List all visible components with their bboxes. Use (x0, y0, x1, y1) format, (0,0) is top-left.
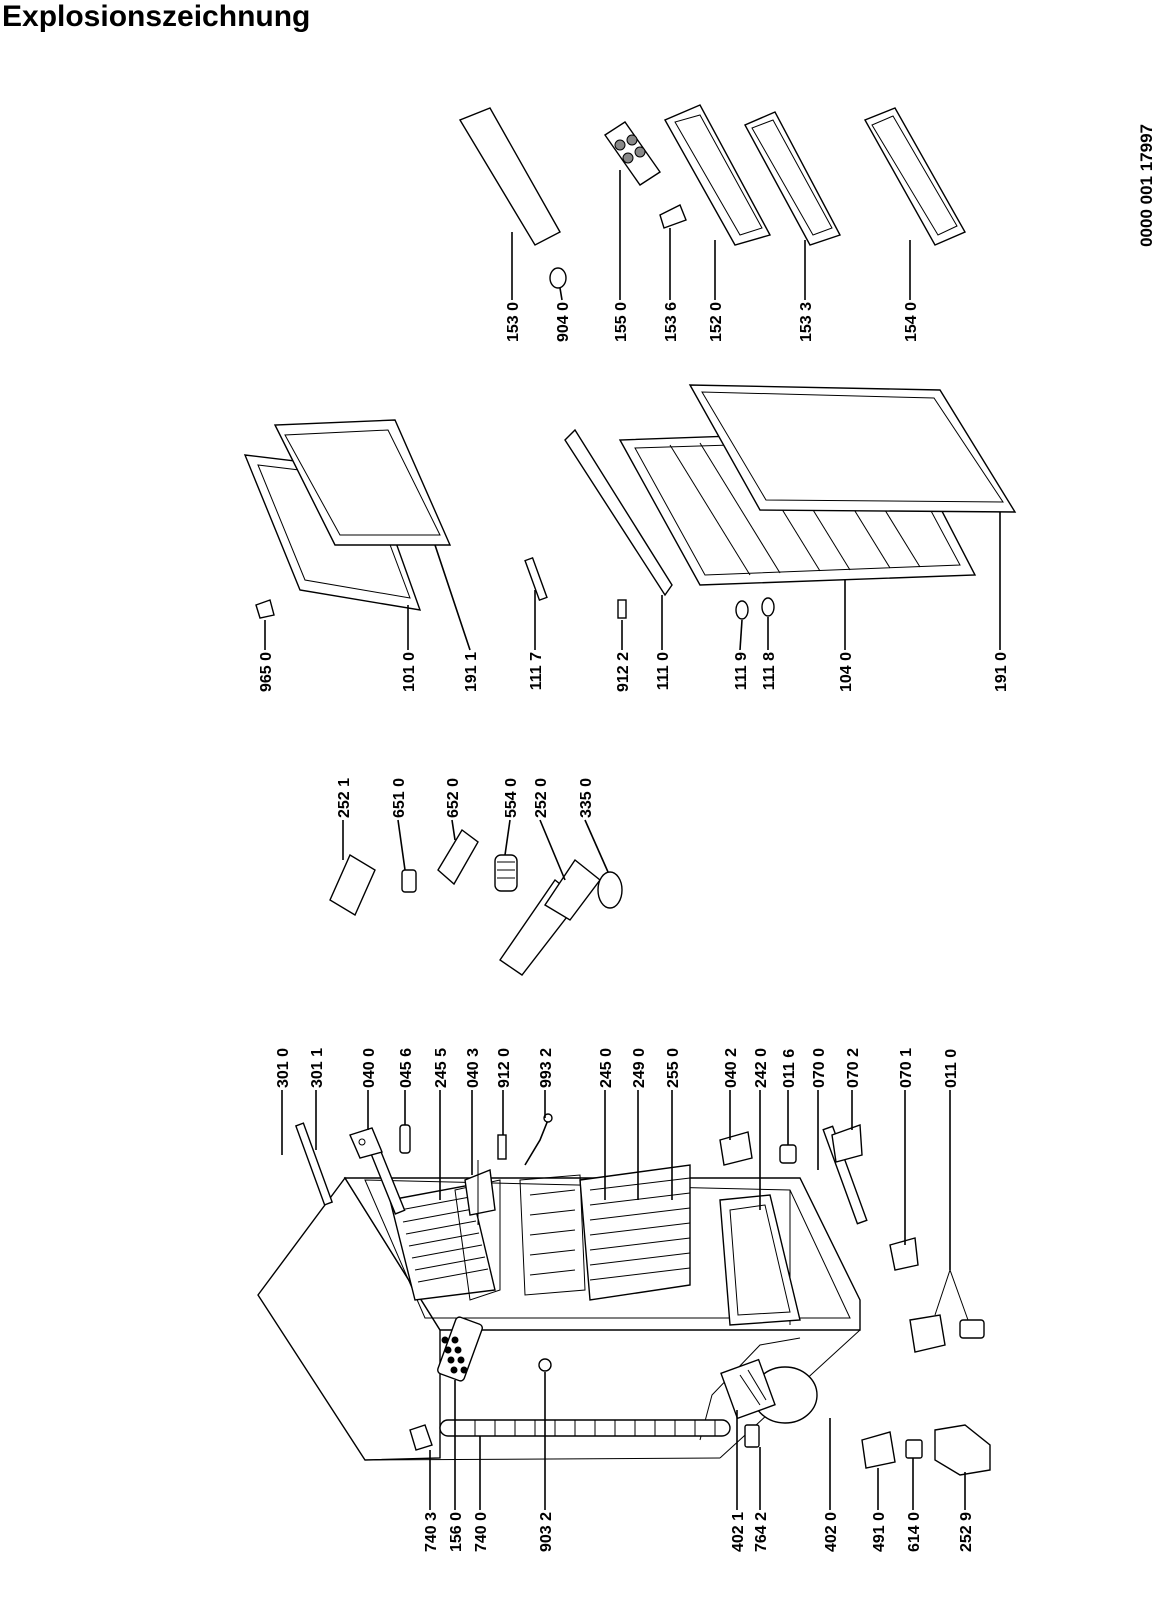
label-402-0: 402 0 (823, 1512, 840, 1552)
freezer-compartment-evaporator (389, 1179, 501, 1301)
door-seal-strip-301 (294, 1122, 406, 1215)
label-764-2: 764 2 (753, 1512, 770, 1552)
label-255-0: 255 0 (665, 1048, 682, 1088)
label-249-0: 249 0 (631, 1048, 648, 1088)
screw-912-0 (497, 1134, 507, 1160)
label-153-6: 153 6 (663, 302, 680, 342)
part-252-9 (934, 1424, 991, 1476)
door-bin-153-0 (458, 107, 561, 246)
label-111-7: 111 7 (528, 652, 545, 690)
label-154-0: 154 0 (903, 302, 920, 342)
label-402-1: 402 1 (730, 1512, 747, 1552)
clip-153-6 (659, 204, 687, 229)
label-011-0: 011 0 (943, 1049, 960, 1088)
label-155-0: 155 0 (613, 302, 630, 342)
label-912-2: 912 2 (615, 652, 632, 692)
bracket-040-2 (719, 1131, 753, 1166)
sensor-993-2 (524, 1113, 553, 1166)
label-101-0: 101 0 (401, 652, 418, 692)
label-965-0: 965 0 (258, 652, 275, 692)
label-153-3: 153 3 (798, 302, 815, 342)
label-104-0: 104 0 (838, 652, 855, 692)
label-156-0: 156 0 (448, 1512, 465, 1552)
label-993-2: 993 2 (538, 1048, 555, 1088)
part-614-0 (905, 1439, 923, 1459)
fridge-door-gasket-191-0 (688, 384, 1017, 513)
label-904-0: 904 0 (555, 302, 572, 342)
label-903-2: 903 2 (538, 1512, 555, 1552)
label-651-0: 651 0 (391, 778, 408, 818)
label-245-0: 245 0 (598, 1048, 615, 1088)
label-301-0: 301 0 (275, 1048, 292, 1088)
part-764-2 (744, 1424, 760, 1448)
ice-tray-156 (437, 1316, 483, 1382)
label-070-0: 070 0 (811, 1048, 828, 1088)
label-242-0: 242 0 (753, 1048, 770, 1088)
egg-tray-155-0 (604, 121, 661, 186)
door-bin-154-0 (863, 107, 966, 246)
thermostat-group (329, 828, 623, 976)
thermostat-holder-040-3 (464, 1160, 496, 1225)
labels-bins: 153 0 904 0 155 0 153 6 152 0 153 3 154 … (505, 302, 920, 342)
label-740-3: 740 3 (423, 1512, 440, 1552)
feet-011-0 (909, 1269, 985, 1353)
pin-045-6 (399, 1124, 411, 1154)
door-bin-152-0 (664, 104, 772, 246)
label-252-9: 252 9 (958, 1512, 975, 1552)
label-111-0: 111 0 (655, 652, 672, 690)
part-903-2 (538, 1358, 552, 1372)
document-number: 0000 001 17997 (1137, 124, 1156, 247)
labels-cabinet-upper: 301 0 301 1 040 0 045 6 245 5 040 3 912 … (275, 1048, 960, 1088)
label-070-2: 070 2 (845, 1048, 862, 1088)
label-152-0: 152 0 (708, 302, 725, 342)
condenser-coil (439, 1419, 731, 1437)
page-title: Explosionszeichnung (2, 0, 311, 33)
hinge-040-0 (349, 1127, 383, 1159)
label-912-0: 912 0 (496, 1048, 513, 1088)
part-740-3 (409, 1424, 433, 1451)
label-335-0: 335 0 (578, 778, 595, 818)
label-070-1: 070 1 (898, 1048, 915, 1088)
label-153-0: 153 0 (505, 302, 522, 342)
label-045-6: 045 6 (398, 1048, 415, 1088)
label-614-0: 614 0 (906, 1512, 923, 1552)
labels-cabinet-lower: 740 3 156 0 740 0 903 2 402 1 764 2 402 … (423, 1512, 975, 1552)
compressor (720, 1358, 818, 1424)
label-652-0: 652 0 (445, 778, 462, 818)
freezer-door-gasket-191-1 (273, 419, 452, 546)
label-740-0: 740 0 (473, 1512, 490, 1552)
label-191-0: 191 0 (993, 652, 1010, 692)
handle-111-0 (564, 428, 673, 597)
labels-thermostat: 252 1 651 0 652 0 554 0 252 0 335 0 (336, 778, 595, 818)
leader-lines (264, 170, 1001, 1510)
label-040-0: 040 0 (361, 1048, 378, 1088)
hinge-070-1 (889, 1237, 919, 1271)
label-011-6: 011 6 (781, 1049, 798, 1088)
label-301-1: 301 1 (309, 1048, 326, 1088)
label-040-3: 040 3 (465, 1048, 482, 1088)
label-554-0: 554 0 (503, 778, 520, 818)
crisper-drawer (719, 1194, 801, 1326)
label-191-1: 191 1 (463, 652, 480, 692)
label-491-0: 491 0 (871, 1512, 888, 1552)
label-111-8: 111 8 (761, 652, 778, 690)
small-parts-111 (255, 597, 775, 620)
label-252-0: 252 0 (533, 778, 550, 818)
handle-111-7 (524, 557, 548, 601)
foot-011-6 (779, 1144, 797, 1164)
label-111-9: 111 9 (733, 652, 750, 690)
label-040-2: 040 2 (723, 1048, 740, 1088)
labels-doors: 965 0 101 0 191 1 111 7 912 2 111 0 111 … (258, 652, 1010, 692)
part-491-0 (861, 1431, 896, 1469)
label-245-5: 245 5 (433, 1048, 450, 1088)
door-bin-153-3 (744, 111, 842, 246)
label-252-1: 252 1 (336, 778, 353, 818)
fridge-shelves (519, 1164, 691, 1301)
hinge-070-2 (831, 1124, 863, 1163)
cap-904-0 (549, 267, 567, 289)
